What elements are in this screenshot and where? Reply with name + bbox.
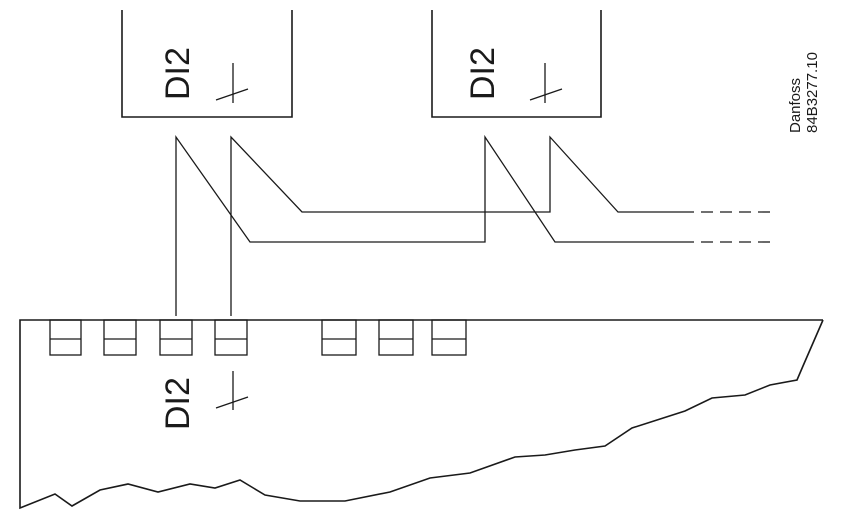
brand-name: Danfoss [787, 78, 804, 133]
terminal-block-left [49, 319, 248, 356]
wire-a [175, 134, 682, 316]
terminal-7 [431, 319, 467, 356]
device-2-housing [431, 10, 602, 118]
wiring [175, 134, 770, 316]
controller: DI2 [19, 319, 824, 510]
device-2: DI2 [431, 10, 602, 118]
controller-terminal-label: DI2 [159, 377, 197, 430]
drawing-code: 84B3277.10 [804, 52, 821, 133]
terminal-1 [49, 319, 82, 356]
device-1: DI2 [121, 10, 293, 118]
device-1-housing [121, 10, 293, 118]
terminal-3 [159, 319, 193, 356]
device-1-label: DI2 [159, 47, 197, 100]
controller-housing [19, 319, 824, 510]
terminal-4 [214, 319, 248, 356]
terminal-2 [103, 319, 137, 356]
device-2-contact-symbol [529, 63, 563, 103]
terminal-5 [321, 319, 357, 356]
controller-contact-symbol [215, 371, 249, 410]
device-2-label: DI2 [464, 47, 502, 100]
wire-b [230, 135, 682, 316]
device-1-contact-symbol [215, 63, 249, 103]
terminal-block-right [321, 319, 467, 356]
terminal-6 [378, 319, 414, 356]
